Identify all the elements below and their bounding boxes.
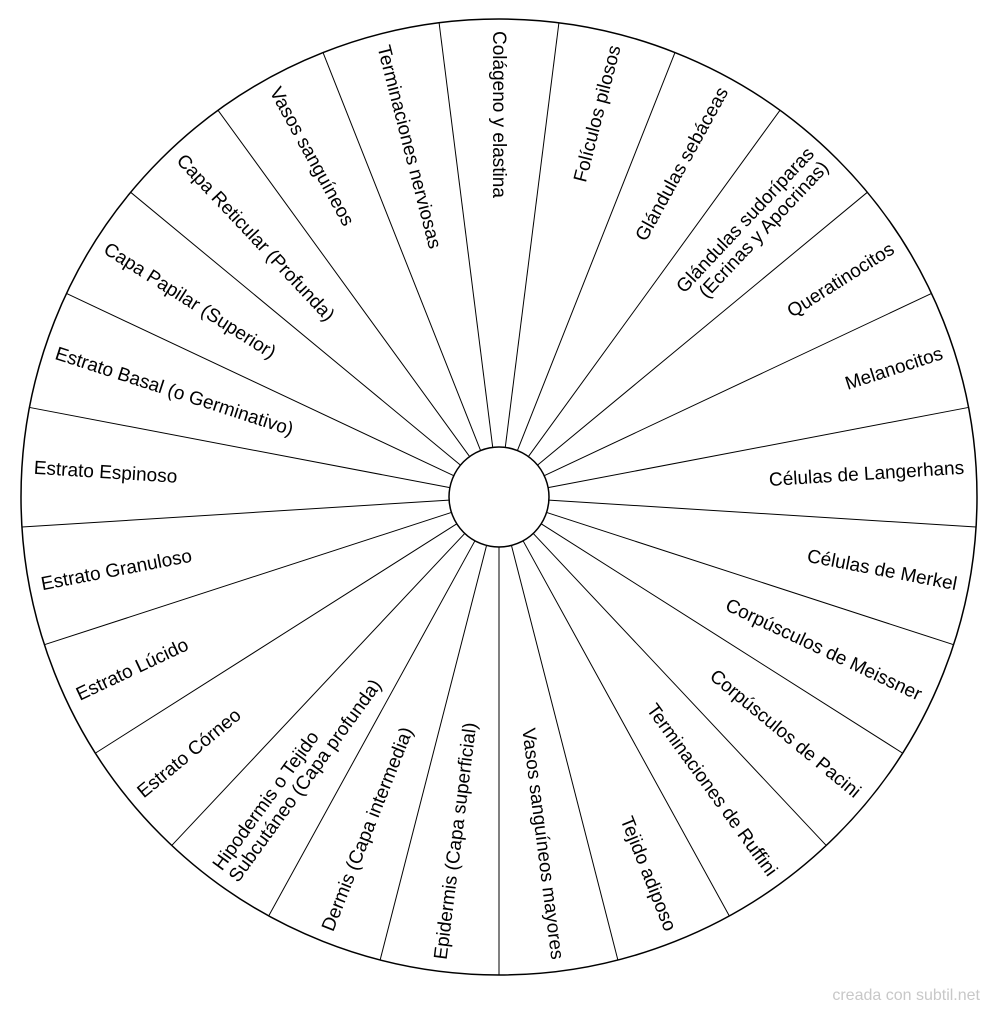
segment-divider xyxy=(504,22,560,448)
segment-divider xyxy=(527,109,781,457)
segment-divider xyxy=(540,523,903,754)
segment-divider xyxy=(379,545,488,961)
center-circle xyxy=(448,446,550,548)
segment-divider xyxy=(44,511,452,646)
segment-divider xyxy=(322,52,482,451)
segment-label-line: Colágeno y elastina xyxy=(489,31,510,198)
segment-divider xyxy=(268,540,476,917)
segment-divider xyxy=(546,511,954,646)
segment-divider xyxy=(95,523,458,754)
segment-divider xyxy=(21,499,450,528)
segment-divider xyxy=(438,22,494,448)
segment-divider xyxy=(516,52,676,451)
segment-dividers xyxy=(21,22,977,975)
segment-divider xyxy=(544,293,932,477)
segment-divider xyxy=(537,191,868,466)
segment-divider xyxy=(217,109,471,457)
segment-divider xyxy=(171,533,466,846)
segment-divider xyxy=(66,293,454,477)
segment-divider xyxy=(548,499,977,528)
segment-divider xyxy=(130,191,461,466)
segment-divider xyxy=(29,406,450,489)
segment-divider xyxy=(532,533,827,846)
segment-divider xyxy=(522,540,730,917)
segment-divider xyxy=(548,406,969,489)
segment-label: Colágeno y elastina xyxy=(489,31,510,198)
watermark: creada con subtil.net xyxy=(832,987,980,1004)
segment-divider xyxy=(510,545,619,961)
